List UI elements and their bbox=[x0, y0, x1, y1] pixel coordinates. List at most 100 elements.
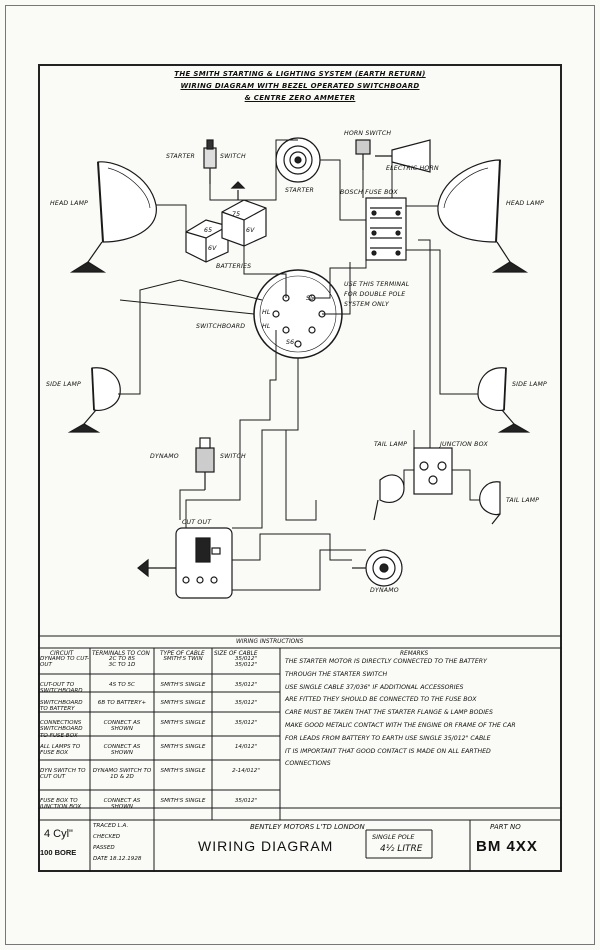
table-cell-terminals: Connect as Shown bbox=[103, 744, 141, 757]
table-cell-terminals: 6B to Battery+ bbox=[97, 700, 147, 706]
litre-label: 4½ Litre bbox=[380, 844, 423, 854]
table-cell-circuit: Fuse Box to Junction Box bbox=[40, 798, 82, 811]
table-cell-circuit: Dyn Switch to Cut Out bbox=[40, 768, 86, 781]
battery-65-label: 65 bbox=[204, 227, 213, 234]
traced-label: Traced L.A. bbox=[93, 823, 129, 829]
table-cell-size: 35/012" bbox=[234, 720, 258, 726]
cut-out-label: Cut Out bbox=[182, 519, 212, 526]
table-cell-size: 35/012" bbox=[234, 798, 258, 804]
horn-switch-icon bbox=[355, 139, 371, 170]
outer-frame bbox=[5, 5, 595, 945]
table-cell-size: 35/012" 35/012" bbox=[234, 656, 258, 669]
col-remarks: Remarks bbox=[400, 651, 429, 657]
cyl-label: 4 Cyl" bbox=[44, 828, 73, 840]
switchboard-s6-label: S6 bbox=[286, 339, 295, 346]
side-lamp-left-icon bbox=[67, 367, 121, 433]
batteries-icon bbox=[185, 181, 267, 263]
tail-lamp-2-icon bbox=[479, 481, 501, 525]
table-cell-circuit: Dynamo to Cut-Out bbox=[40, 656, 89, 669]
starter-switch-label: Starter bbox=[166, 153, 196, 160]
table-cell-type: Smith's Single bbox=[160, 798, 206, 804]
switchboard-hl-label: HL bbox=[262, 309, 271, 316]
part-number-label: Part No bbox=[490, 823, 521, 831]
table-cell-circuit: All Lamps to Fuse Box bbox=[40, 744, 81, 757]
horn-switch-label: Horn Switch bbox=[344, 130, 392, 137]
title-line-1: The Smith Starting & Lighting System (Ea… bbox=[174, 70, 426, 78]
starter-motor-icon bbox=[275, 137, 321, 183]
head-lamp-left-icon bbox=[69, 161, 157, 273]
table-cell-terminals: Connect as Shown bbox=[103, 720, 141, 733]
bore-label: 100 Bore bbox=[40, 848, 77, 857]
switchboard-label: Switchboard bbox=[196, 323, 246, 330]
cut-out-icon bbox=[137, 527, 233, 599]
table-cell-circuit: Cut-Out to Switchboard bbox=[40, 682, 83, 695]
col-circuit: Circuit bbox=[50, 651, 74, 657]
table-lines bbox=[38, 635, 562, 872]
battery-75-label: 75 bbox=[232, 211, 241, 218]
dynamo-label: Dynamo bbox=[370, 587, 399, 594]
side-lamp-right-icon bbox=[477, 367, 531, 433]
side-lamp-left-label: Side Lamp bbox=[46, 381, 81, 388]
table-cell-circuit: Connections Switchboard to Fuse Box bbox=[40, 720, 83, 739]
terminal-note-3: system only bbox=[344, 301, 389, 308]
table-cell-size: 35/012" bbox=[234, 682, 258, 688]
col-type: Type of Cable bbox=[160, 651, 205, 657]
table-cell-size: 35/012" bbox=[234, 700, 258, 706]
company-label: Bentley Motors L'td London bbox=[250, 823, 365, 831]
starter-switch-icon bbox=[203, 139, 217, 184]
head-lamp-right-label: Head Lamp bbox=[506, 200, 545, 207]
terminal-note-2: for double pole bbox=[344, 291, 406, 298]
drawing-name: Wiring Diagram bbox=[198, 838, 334, 854]
wiring-instructions-heading: Wiring Instructions bbox=[236, 639, 304, 645]
tail-lamp-2-label: Tail Lamp bbox=[506, 497, 540, 504]
switchboard-hl2-label: HL bbox=[262, 323, 271, 330]
battery-6v-b-label: 6V bbox=[246, 227, 255, 234]
table-cell-terminals: 2C to 8S 3C to 1D bbox=[108, 656, 136, 669]
tail-lamp-label: Tail Lamp bbox=[374, 441, 408, 448]
table-cell-terminals: Connect as Shown bbox=[103, 798, 141, 811]
table-cell-terminals: Dynamo Switch to 1D & 2D bbox=[92, 768, 152, 781]
starter-label: Starter bbox=[285, 187, 315, 194]
remarks-text: The Starter Motor is directly connected … bbox=[285, 658, 516, 768]
dynamo-switch-icon bbox=[195, 437, 215, 490]
wiring-lines bbox=[118, 139, 480, 591]
table-cell-type: Smith's Single bbox=[160, 700, 206, 706]
side-lamp-right-label: Side Lamp bbox=[512, 381, 547, 388]
checked-label: Checked bbox=[93, 834, 121, 840]
table-cell-type: Smith's Single bbox=[160, 768, 206, 774]
table-cell-type: Smith's Single bbox=[160, 682, 206, 688]
title-line-2: Wiring Diagram with Bezel Operated Switc… bbox=[180, 82, 420, 90]
table-cell-size: 2-14/012" bbox=[232, 768, 260, 774]
junction-box-label: Junction Box bbox=[440, 441, 488, 448]
table-cell-type: Smith's Single bbox=[160, 720, 206, 726]
col-size: Size of Cable bbox=[214, 651, 258, 657]
table-cell-type: Smith's Twin bbox=[163, 656, 203, 662]
table-cell-circuit: Switchboard to Battery bbox=[40, 700, 83, 713]
dynamo-icon bbox=[352, 549, 403, 587]
tail-lamp-icon bbox=[373, 474, 405, 521]
pole-label: Single Pole bbox=[372, 833, 415, 841]
table-cell-terminals: 4S to 5C bbox=[109, 682, 135, 688]
battery-6v-a-label: 6V bbox=[208, 245, 217, 252]
batteries-label: Batteries bbox=[216, 263, 252, 270]
starter-switch-suffix-label: Switch bbox=[220, 153, 246, 160]
date-label: Date 18.12.1928 bbox=[93, 856, 142, 862]
part-number: BM 4XX bbox=[476, 838, 538, 855]
drawing-border bbox=[38, 64, 562, 872]
passed-label: Passed bbox=[93, 845, 115, 851]
table-cell-size: 14/012" bbox=[234, 744, 258, 750]
switchboard-sl-label: SL bbox=[306, 295, 314, 302]
electric-horn-label: Electric Horn bbox=[386, 165, 439, 172]
head-lamp-left-label: Head Lamp bbox=[50, 200, 89, 207]
table-cell-type: Smith's Single bbox=[160, 744, 206, 750]
dynamo-switch-label: Dynamo bbox=[150, 453, 179, 460]
bosch-fuse-box-label: Bosch Fuse Box bbox=[340, 189, 398, 196]
dynamo-switch-suffix-label: Switch bbox=[220, 453, 246, 460]
terminal-note-1: Use this terminal bbox=[344, 281, 410, 288]
title-line-3: & Centre Zero Ammeter bbox=[244, 94, 356, 102]
junction-box-icon bbox=[413, 447, 453, 495]
head-lamp-right-icon bbox=[437, 159, 529, 273]
col-terminals: Terminals to Con bbox=[92, 651, 150, 657]
bosch-fuse-box-icon bbox=[365, 197, 407, 261]
